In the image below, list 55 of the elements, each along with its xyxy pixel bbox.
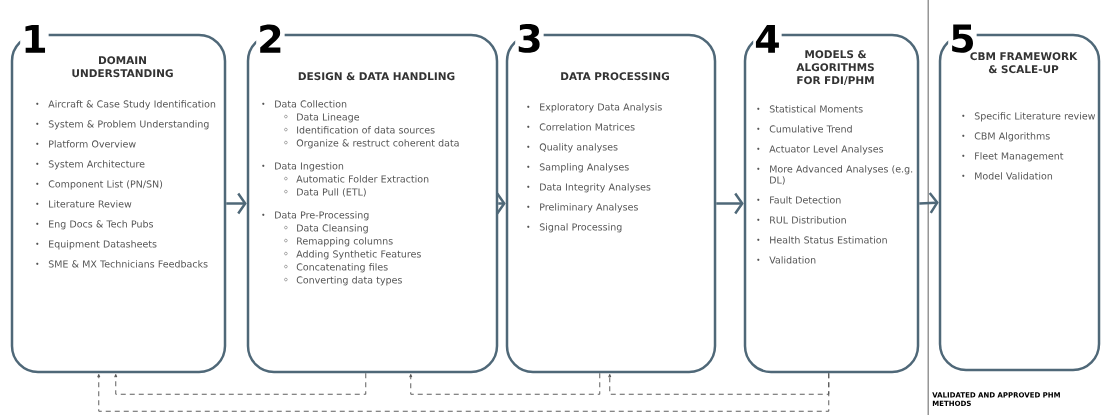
- step-number: 4: [753, 24, 782, 54]
- list-item: Identification of data sources: [284, 126, 435, 134]
- list-item: SME & MX Technicians Feedbacks: [36, 260, 208, 268]
- list-item: System Architecture: [36, 160, 145, 170]
- list-item: Preliminary Analyses: [527, 203, 638, 213]
- box-title: CBM FRAMEWORK & SCALE-UP: [970, 52, 1078, 74]
- box-title: DATA PROCESSING: [561, 72, 669, 81]
- list-item: RUL Distribution: [757, 216, 846, 224]
- list-item: Fault Detection: [757, 196, 841, 204]
- list-item: Data Collection: [262, 100, 347, 108]
- list-item: Data Ingestion: [262, 162, 344, 172]
- list-item: Data Lineage: [284, 113, 360, 123]
- list-item: Aircraft & Case Study Identification: [36, 100, 216, 110]
- list-item: Correlation Matrices: [527, 123, 635, 131]
- box-title: MODELS & ALGORITHMS FOR FDI/PHM: [796, 50, 874, 85]
- list-item: More Advanced Analyses (e.g. DL): [757, 165, 913, 185]
- list-item: Cumulative Trend: [757, 125, 852, 133]
- list-item: Exploratory Data Analysis: [527, 103, 662, 113]
- list-item: Data Integrity Analyses: [527, 183, 651, 193]
- feedback-arrow: [608, 372, 830, 395]
- list-item: Model Validation: [962, 172, 1053, 180]
- list-item: CBM Algorithms: [962, 132, 1050, 142]
- list-item: Validation: [757, 256, 816, 264]
- step-number: 2: [256, 23, 285, 54]
- list-item: Health Status Estimation: [757, 236, 887, 244]
- list-item: Specific Literature review: [962, 112, 1096, 122]
- list-item: Statistical Moments: [757, 105, 863, 113]
- feedback-arrow: [97, 372, 830, 412]
- list-item: Platform Overview: [36, 140, 136, 148]
- flow-arrow: [716, 192, 744, 215]
- list-item: Signal Processing: [527, 223, 622, 233]
- feedback-arrow: [409, 372, 601, 395]
- list-item: Eng Docs & Tech Pubs: [36, 220, 154, 230]
- list-item: Remapping columns: [284, 237, 393, 247]
- list-item: Equipment Datasheets: [36, 240, 157, 250]
- list-item: Fleet Management: [962, 152, 1064, 162]
- box-title: DOMAIN UNDERSTANDING: [72, 56, 173, 78]
- step-number: 3: [515, 23, 544, 54]
- list-item: Data Pre-Processing: [262, 211, 369, 221]
- list-item: Data Cleansing: [284, 224, 368, 234]
- list-item: Component List (PN/SN): [36, 180, 163, 190]
- feedback-arrow: [114, 372, 367, 395]
- list-item: System & Problem Understanding: [36, 120, 209, 130]
- list-item: Quality analyses: [527, 143, 618, 153]
- list-item: Automatic Folder Extraction: [284, 175, 429, 183]
- step-number: 1: [20, 24, 49, 54]
- list-item: Concatenating files: [284, 263, 388, 273]
- list-item: Organize & restruct coherent data: [284, 139, 459, 149]
- list-item: Data Pull (ETL): [284, 188, 366, 197]
- list-item: Actuator Level Analyses: [757, 145, 884, 155]
- list-item: Converting data types: [284, 276, 402, 286]
- box-title: DESIGN & DATA HANDLING: [298, 72, 455, 81]
- list-item: Literature Review: [36, 200, 132, 208]
- list-item: Sampling Analyses: [527, 163, 629, 173]
- list-item: Adding Synthetic Features: [284, 250, 421, 260]
